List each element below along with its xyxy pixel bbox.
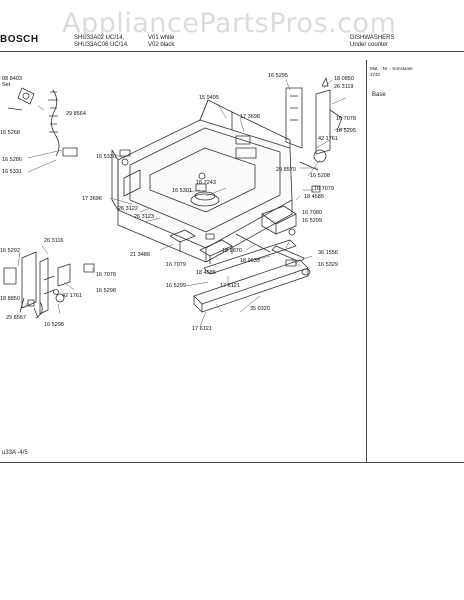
subcategory-label: Under counter <box>350 42 389 48</box>
part-callout: 42 1761 <box>318 136 338 142</box>
part-callout: 18 8850 <box>0 296 20 302</box>
part-callout: 16 5330 <box>96 154 116 160</box>
header-divider <box>0 51 464 52</box>
part-callout: 26 3122 <box>118 206 138 212</box>
part-callout: 29 8570 <box>276 167 296 173</box>
part-callout: 16 5286 <box>2 157 22 163</box>
part-callout: 16 5301 <box>172 188 192 194</box>
category-label: DISHWASHERS <box>350 35 395 41</box>
part-callout: 17 6121 <box>192 326 212 332</box>
part-callout: 21 3486 <box>130 252 150 258</box>
part-callout: 26 3123 <box>134 214 154 220</box>
part-callout: 29 8564 <box>66 111 86 117</box>
part-callout: 08 8403 <box>2 76 22 82</box>
part-callout: 16 7079 <box>166 262 186 268</box>
part-callout: 29 8567 <box>6 315 26 321</box>
part-callout: 16 7078 <box>96 272 116 278</box>
part-callout: 16 7078 <box>336 116 356 122</box>
part-callout: 16 5268 <box>0 130 20 136</box>
part-callout: 17 3698 <box>240 114 260 120</box>
part-callout: 26 3116 <box>44 238 64 244</box>
part-callout: 18 9633 <box>240 258 260 264</box>
part-callout: 16 5299 <box>166 283 186 289</box>
part-callout: 18 4585 <box>304 194 324 200</box>
model-number: SHU33A02 UC/14, <box>74 35 125 41</box>
page-reference: u33A -4/5 <box>2 450 28 456</box>
part-callout: 18 5295 <box>336 128 356 134</box>
part-callout: 15 9495 <box>199 95 219 101</box>
part-callout: 18 9870 <box>222 248 242 254</box>
brand-logo: BOSCH <box>0 34 39 45</box>
part-callout: 35 0320 <box>250 306 270 312</box>
part-callout: 16 5292 <box>0 248 20 254</box>
part-callout: 16 5331 <box>2 169 22 175</box>
part-callout: 16 5208 <box>310 173 330 179</box>
side-panel-divider <box>366 60 367 462</box>
part-callout: 36 1556 <box>318 250 338 256</box>
side-panel-heading: Mat. - Nr. - Konstante <box>370 66 413 71</box>
side-panel-code: 3740 <box>370 72 381 77</box>
variant-label: V02 black <box>148 42 175 48</box>
part-callout: 16 7080 <box>302 210 322 216</box>
part-callout: 26 3119 <box>334 84 354 90</box>
part-callout: 42 1761 <box>62 293 82 299</box>
part-callout: 16 5298 <box>96 288 116 294</box>
part-callout: 17 6121 <box>220 283 240 289</box>
part-callout: 16 7243 <box>196 180 216 186</box>
part-callout: 18 0850 <box>334 76 354 82</box>
footer-divider <box>0 462 464 463</box>
part-callout: 16 7079 <box>314 186 334 192</box>
part-callout: 17 3696 <box>82 196 102 202</box>
part-callout: 16 5298 <box>44 322 64 328</box>
model-number: SHU33AC06 UC/14. <box>74 42 129 48</box>
part-callout: 18 4585 <box>196 270 216 276</box>
part-callout: Set <box>2 82 11 88</box>
section-label: Base <box>372 92 386 98</box>
part-callout: 16 5299 <box>302 218 322 224</box>
variant-label: V01 white <box>148 35 175 41</box>
part-callout: 16 5329 <box>318 262 338 268</box>
part-callout: 16 5295 <box>268 73 288 79</box>
